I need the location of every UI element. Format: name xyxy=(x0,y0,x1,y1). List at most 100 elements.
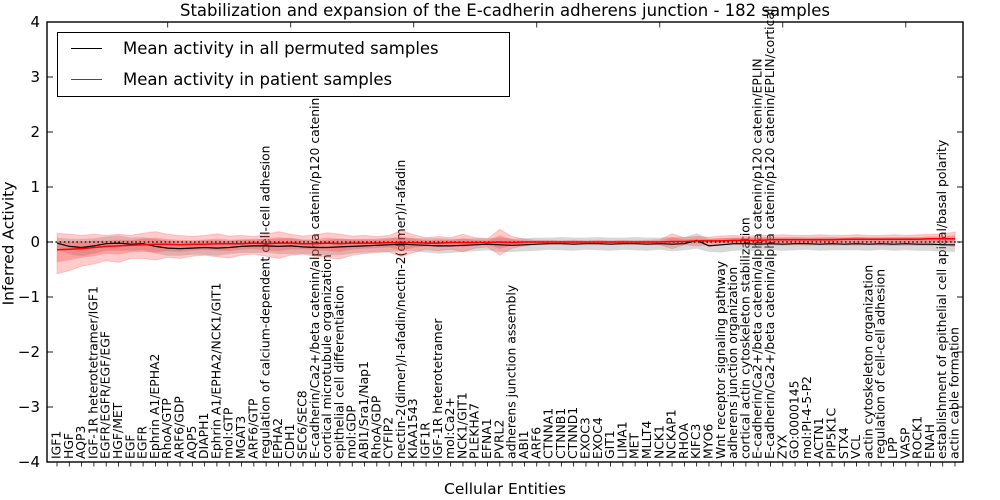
entity-label: mol:GTP xyxy=(221,407,236,459)
entity-label: NCK1/GIT1 xyxy=(454,392,469,459)
entity-label: Wnt receptor signaling pathway xyxy=(713,261,728,459)
entity-label: ARF6/GDP xyxy=(172,396,187,459)
entity-label: ABI1/Sra1/Nap1 xyxy=(356,361,371,459)
legend-item-patient: Mean activity in patient samples xyxy=(58,64,509,95)
y-axis-ticks: 4 3 2 1 0 −1 −2 −3 −4 xyxy=(18,13,963,471)
entity-label: adherens junction assembly xyxy=(504,285,519,459)
entity-label: DIAPH1 xyxy=(196,413,211,459)
patient-mean-line xyxy=(56,237,955,251)
legend-line-sample-red xyxy=(71,79,102,80)
x-axis-top-ticks xyxy=(167,22,907,28)
entity-label: CTNNB1 xyxy=(553,408,568,459)
entity-label: LIMA1 xyxy=(614,421,629,459)
entity-label: establishment of epithelial cell apical/… xyxy=(934,140,949,459)
x-axis-label: Cellular Entities xyxy=(444,480,566,498)
y-tick-label: 1 xyxy=(30,178,40,196)
entity-label: actin cytoskeleton organization xyxy=(860,265,875,459)
entity-label: HGF/MET xyxy=(110,402,125,459)
y-axis-label: Inferred Activity xyxy=(0,181,18,306)
entity-label: actin cable formation xyxy=(947,327,962,459)
entity-label: KIAA1543 xyxy=(405,398,420,459)
entity-label: ROCK1 xyxy=(910,416,925,459)
entity-label: AQP5 xyxy=(184,426,199,459)
entity-label: IGF-1R heterotetramer xyxy=(430,318,445,459)
entity-label: E-cadherin/Ca2+/beta catenin/alpha caten… xyxy=(307,98,322,459)
legend-label: Mean activity in all permuted samples xyxy=(123,39,439,58)
entity-label: RhoA/GDP xyxy=(368,395,383,459)
y-tick-label: −1 xyxy=(18,288,40,306)
entity-label: PVRL2 xyxy=(491,420,506,459)
entity-label: MLLT4 xyxy=(639,421,654,459)
entity-label: mol:Ca2+ xyxy=(442,397,457,459)
entity-label: MYO6 xyxy=(700,424,715,459)
entity-label: VCL xyxy=(848,435,863,459)
entity-label: STX4 xyxy=(836,427,851,459)
entity-label: LPP xyxy=(885,437,900,459)
entity-label: RHOA xyxy=(676,423,691,459)
entity-label: CTNND1 xyxy=(565,407,580,459)
entity-label: GIT1 xyxy=(602,430,617,459)
entity-label: adherens junction organization xyxy=(725,267,740,459)
y-tick-label: 3 xyxy=(30,68,40,86)
x-axis-entity-ticks xyxy=(56,462,956,467)
entity-label: IGF-1R heterotetramer/IGF1 xyxy=(85,286,100,459)
y-tick-label: −3 xyxy=(18,398,40,416)
entity-label: CYFIP2 xyxy=(381,417,396,459)
legend-item-permuted: Mean activity in all permuted samples xyxy=(58,33,509,64)
y-tick-label: 4 xyxy=(30,13,40,31)
entity-label: ACTN1 xyxy=(811,417,826,459)
entity-label: mol:PI-4-5-P2 xyxy=(799,376,814,459)
entity-label: ARF6 xyxy=(528,427,543,459)
entity-label: PIP5K1C xyxy=(823,408,838,459)
entity-label: E-cadherin/Ca2+/beta catenin/alpha caten… xyxy=(750,58,765,459)
legend-line-sample-black xyxy=(71,48,102,49)
axes-frame xyxy=(46,21,964,463)
entity-label: SEC6/SEC8 xyxy=(295,390,310,459)
patient-std-band-inner xyxy=(57,235,955,263)
entity-label: mol:GDP xyxy=(344,405,359,459)
patient-std-band-outer xyxy=(56,228,956,275)
chart-title: Stabilization and expansion of the E-cad… xyxy=(179,1,831,20)
entity-label: EGFR xyxy=(135,425,150,459)
legend-label: Mean activity in patient samples xyxy=(123,70,393,89)
entity-label: E-cadherin/Ca2+/beta catenin/alpha caten… xyxy=(762,9,777,459)
y-tick-label: −2 xyxy=(18,343,40,361)
entity-label: cortical microtubule organization xyxy=(319,254,334,459)
permuted-mean-line xyxy=(56,239,955,250)
entity-label: AQP3 xyxy=(73,426,88,459)
entity-label: EFNA1 xyxy=(479,418,494,459)
entity-label: KIFC3 xyxy=(688,424,703,459)
entity-label: EGF xyxy=(122,434,137,459)
legend-box: Mean activity in all permuted samples Me… xyxy=(57,32,510,97)
entity-label: EXOC3 xyxy=(577,417,592,459)
entity-label: cortical actin cytoskeleton stabilizatio… xyxy=(737,217,752,459)
entity-label: ARF6/GTP xyxy=(245,398,260,459)
entity-label: VASP xyxy=(897,427,912,459)
entity-label: RhoA/GTP xyxy=(159,398,174,459)
entity-label: nectin-2(dimer)/I-afadin/nectin-2(dimer)… xyxy=(393,160,408,459)
entity-label: Ephrin A1/EPHA2 xyxy=(147,354,162,459)
entity-label: ENAH xyxy=(922,424,937,459)
entity-label: EGFR/EGFR/EGF/EGF xyxy=(98,331,113,459)
entity-label: HGF xyxy=(61,433,76,459)
y-tick-label: −4 xyxy=(18,453,40,471)
entity-label: regulation of cell-cell adhesion xyxy=(873,269,888,459)
entity-label: epithelial cell differentiation xyxy=(331,285,346,459)
entity-label: NCK1 xyxy=(651,425,666,459)
y-tick-label: 0 xyxy=(30,233,40,251)
entity-label: ZYX xyxy=(774,434,789,459)
entity-label: Ephrin A1/EPHA2/NCK1/GIT1 xyxy=(208,283,223,459)
entity-label: regulation of calcium-dependent cell-cel… xyxy=(258,145,273,459)
entity-label: ABI1 xyxy=(516,430,531,459)
entity-label: IGF1 xyxy=(49,431,64,459)
y-tick-label: 2 xyxy=(30,123,40,141)
entity-label: NCKAP1 xyxy=(664,409,679,459)
entity-label: EXOC4 xyxy=(590,417,605,459)
entity-label: CDH1 xyxy=(282,424,297,459)
entity-label: IGF1R xyxy=(418,422,433,459)
entity-label: CTNNA1 xyxy=(541,408,556,459)
entity-label: MET xyxy=(627,432,642,459)
